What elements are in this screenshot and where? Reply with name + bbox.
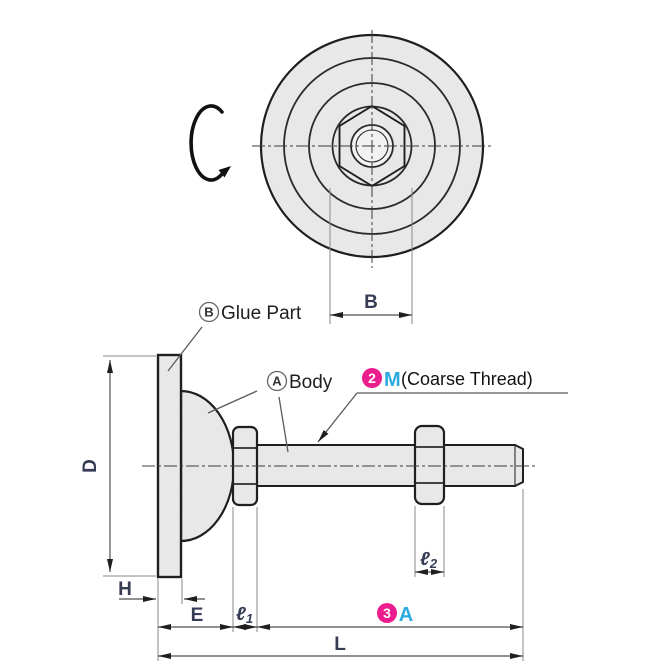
side-view xyxy=(142,353,537,579)
dimension-a: 3 A xyxy=(257,489,524,661)
dimension-l: L xyxy=(158,634,523,659)
dimension-h: H xyxy=(118,579,205,604)
thread-code-m: M xyxy=(384,369,401,391)
badge-2-circle xyxy=(362,368,382,388)
callout-body: A Body xyxy=(207,370,333,453)
callout-thread-spec: 2 M (Coarse Thread) xyxy=(317,368,568,443)
rotation-direction-arrow xyxy=(189,104,231,182)
dimension-l2: ℓ2 xyxy=(414,506,445,577)
callout-glue-part: B Glue Part xyxy=(167,301,302,372)
circled-letter-a-text: A xyxy=(272,374,282,389)
dim-l-label: L xyxy=(334,634,346,655)
dim-a-label: A xyxy=(399,604,413,626)
dim-b-label: B xyxy=(364,292,378,313)
dim-e-label: E xyxy=(191,605,204,626)
dim-l2-label: ℓ2 xyxy=(420,549,438,571)
adjust-nut xyxy=(413,424,446,506)
circled-letter-b-text: B xyxy=(204,305,213,320)
badge-3-circle xyxy=(377,603,397,623)
circled-letter-a xyxy=(266,370,288,392)
thread-note: (Coarse Thread) xyxy=(401,369,533,389)
dimension-l1: ℓ1 xyxy=(233,507,258,632)
dimension-b: B xyxy=(329,188,413,324)
badge-2-number: 2 xyxy=(368,370,376,386)
dim-h-label: H xyxy=(118,579,132,600)
glue-part-label: Glue Part xyxy=(221,303,302,324)
dimension-d: D xyxy=(80,355,156,577)
dim-l1-label: ℓ1 xyxy=(236,604,253,626)
body-label: Body xyxy=(289,372,333,393)
circled-letter-b xyxy=(198,301,220,323)
dim-d-label: D xyxy=(80,459,101,473)
dimension-e: E xyxy=(157,507,234,661)
top-view: B xyxy=(189,30,492,324)
badge-3-number: 3 xyxy=(383,605,391,621)
